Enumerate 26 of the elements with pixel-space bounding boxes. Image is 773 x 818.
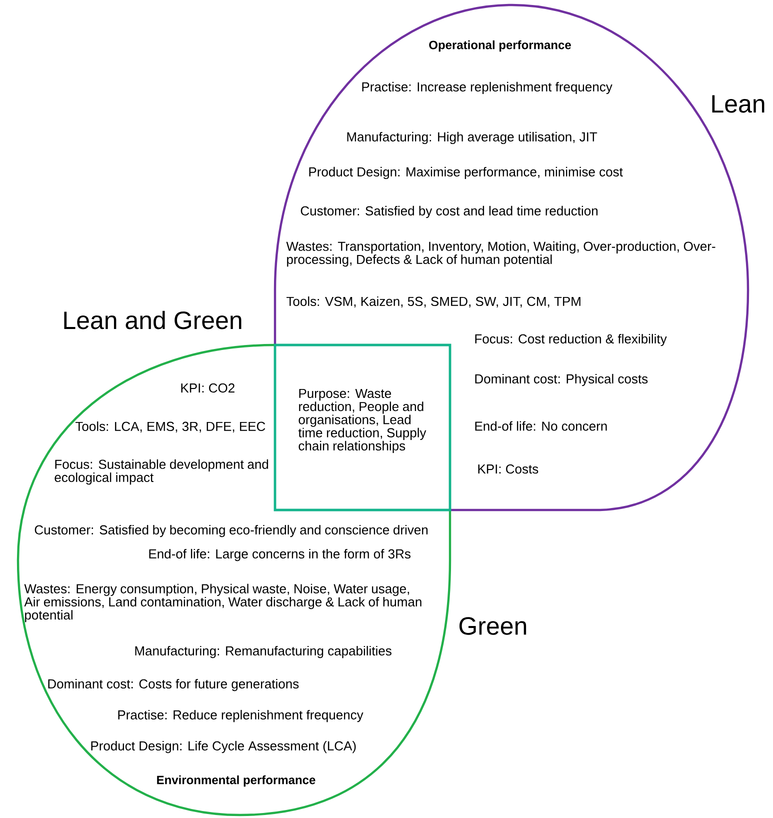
attribute-text: Dominant cost: Costs for future generations (48, 678, 299, 692)
attribute-text: Focus: Cost reduction & flexibility (475, 334, 667, 346)
attribute-text: Dominant cost: Physical costs (475, 374, 648, 386)
attribute-text: Product Design: Maximise performance, minimise cost (309, 166, 623, 180)
attribute-text: Tools: LCA, EMS, 3R, DFE, EEC (76, 421, 266, 433)
attribute-text: Customer: Satisfied by becoming eco-friendly and conscience driven (34, 524, 428, 538)
attribute-text: Customer: Satisfied by cost and lead time reduction (300, 206, 598, 218)
attribute-text: KPI: CO2 (181, 383, 234, 393)
attribute-text: Wastes: Energy consumption, Physical waste, Noise, Water usage, Air emissions, Land contamination, Water discharge & Lack of human potential (24, 584, 422, 622)
attribute-text: Practise: Reduce replenishment frequency (118, 710, 364, 722)
attribute-text: Product Design: Life Cycle Assessment (LCA) (91, 740, 356, 754)
attribute-text: Wastes: Transportation, Inventory, Motion, Waiting, Over-production, Over-processing, Defects & Lack of human potential (286, 241, 716, 267)
overlap-box: Purpose: Waste reduction, People and organisations, Lead time reduction, Supply chain relationships (274, 344, 452, 512)
attribute-text: End-of life: No concern (475, 421, 607, 431)
attribute-text: End-of life: Large concerns in the form of 3Rs (149, 548, 410, 562)
performance-heading: Environmental performance (157, 775, 316, 787)
attribute-text: Focus: Sustainable development and ecological impact (54, 459, 268, 485)
performance-heading: Operational performance (429, 40, 571, 52)
venn-outline (16, 344, 452, 816)
attribute-text: KPI: Costs (478, 464, 538, 474)
region-heading: Lean and Green (64, 310, 242, 330)
attribute-text: Manufacturing: Remanufacturing capabilities (135, 646, 392, 658)
region-heading: Lean (712, 95, 764, 113)
attribute-text: Tools: VSM, Kaizen, 5S, SMED, SW, JIT, CM, TPM (286, 296, 580, 308)
attribute-text: Manufacturing: High average utilisation, JIT (347, 132, 598, 144)
attribute-text: Practise: Increase replenishment frequency (362, 82, 612, 94)
